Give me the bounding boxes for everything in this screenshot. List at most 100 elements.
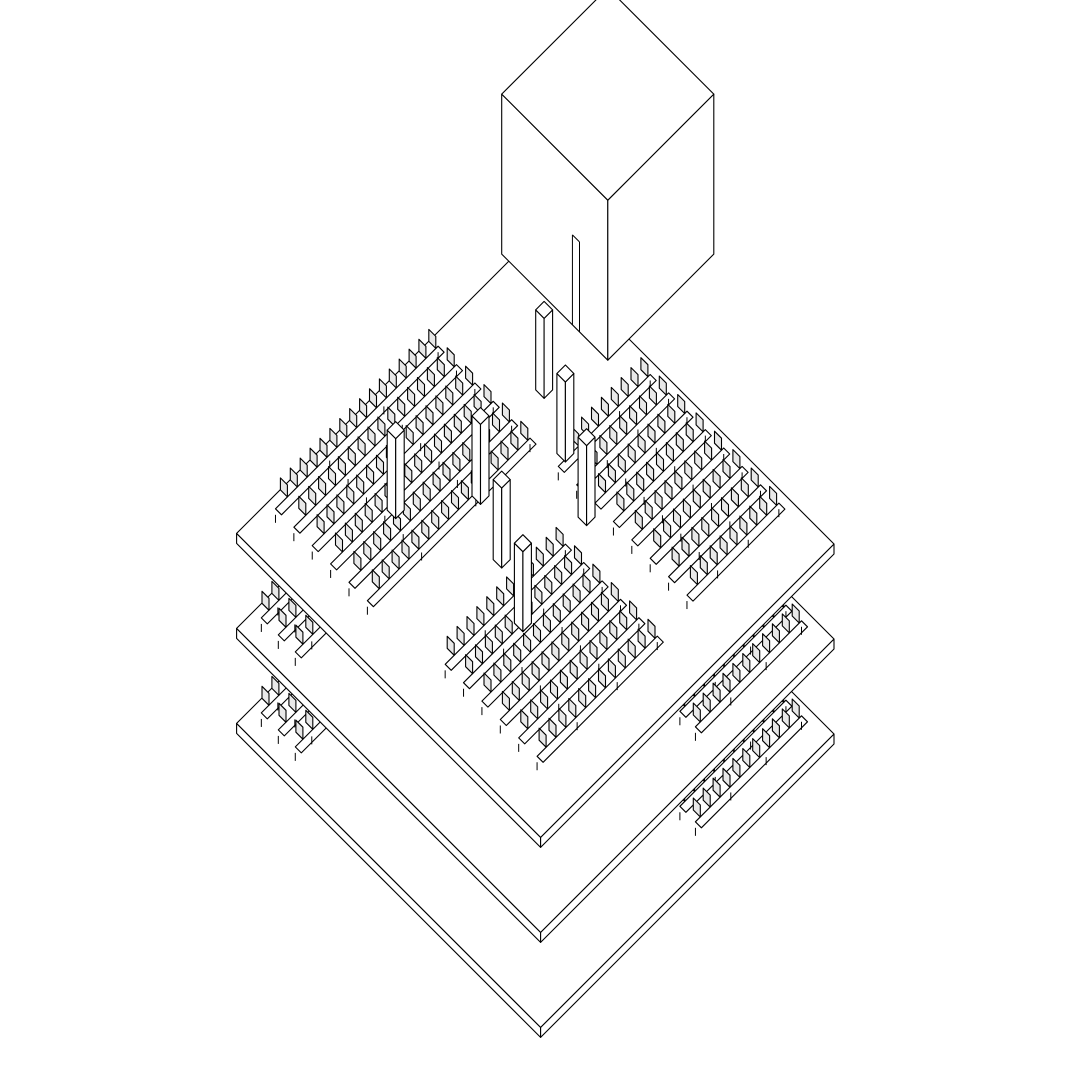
desk-row-chair (571, 621, 580, 642)
desk-row-chair (657, 413, 666, 434)
desk-row-chair (573, 545, 583, 566)
desk-row-chair (663, 518, 672, 539)
desk-row-chair (742, 652, 751, 674)
desk-row-chair (501, 690, 510, 711)
desk-row-chair (446, 635, 455, 656)
desk-row-chair (665, 442, 674, 463)
desk-row-chair (629, 600, 638, 621)
desk-row-chair (769, 485, 778, 506)
desk-row-chair (493, 662, 502, 683)
desk-row-bench (518, 617, 646, 745)
desk-row-chair (366, 464, 375, 485)
desk-row-chair (640, 357, 649, 378)
desk-row-chair (521, 671, 530, 692)
desk-row-chair (476, 606, 485, 627)
desk-row-chair (720, 497, 730, 518)
desk-row-chair (278, 607, 287, 628)
desk-row-chair (426, 367, 435, 388)
desk-row-chair (466, 615, 475, 637)
desk-row-chair (638, 395, 648, 416)
desk-row-chair (702, 478, 711, 499)
desk-row-chair (383, 521, 392, 542)
desk-row-chair (326, 504, 335, 525)
desk-row-chair (421, 519, 430, 540)
desk-row-chair (578, 688, 587, 709)
desk-row-chair (411, 529, 420, 550)
desk-row-chair (318, 475, 327, 497)
desk-row-chair (523, 632, 532, 653)
desk-row-chair (428, 328, 437, 349)
desk-row-chair (654, 490, 663, 511)
desk-row-bench (274, 345, 445, 516)
desk-row-chair (443, 423, 452, 444)
desk-row-chair (349, 408, 358, 429)
desk-row-chair (474, 644, 484, 665)
desk-row-chair (579, 649, 588, 670)
desk-row-chair (607, 463, 616, 484)
desk-row-chair (646, 461, 655, 482)
desk-row-chair (261, 685, 270, 706)
structural-columns (386, 300, 596, 633)
desk-row-chair (549, 679, 559, 700)
desk-row-chair (483, 672, 492, 693)
desk-row-chair (491, 412, 501, 433)
desk-row-chair (398, 358, 407, 379)
desk-row-chair (391, 549, 400, 570)
desk-row-chair (617, 648, 626, 669)
desk-row-chair (590, 406, 600, 427)
desk-row-chair (278, 702, 287, 723)
desk-row-chair (582, 573, 591, 594)
desk-row-chair (667, 403, 676, 424)
column-face-left (577, 436, 588, 527)
column-cap (492, 470, 511, 489)
desk-row-chair (465, 365, 474, 386)
desk-row-chair (456, 625, 465, 646)
column-face-right (522, 542, 532, 633)
desk-row-chair (664, 480, 673, 501)
desk-row-chair (288, 692, 297, 713)
desk-row-chair (374, 492, 383, 514)
desk-row-chair (415, 415, 424, 436)
desk-row-chair (504, 614, 513, 635)
desk-row-chair (711, 507, 720, 528)
desk-row-chair (607, 658, 616, 679)
desk-row-chair (309, 447, 318, 468)
desk-row-chair (681, 536, 690, 557)
desk-row-chair (388, 368, 397, 389)
desk-row-chair (568, 697, 577, 719)
desk-row-chair (589, 639, 598, 661)
desk-row-chair (316, 514, 325, 535)
desk-row-chair (647, 423, 656, 444)
desk-row-chair (435, 395, 444, 416)
desk-row-chair (363, 540, 372, 562)
desk-row-chair (271, 675, 280, 696)
desk-row-chair (781, 613, 790, 634)
desk-row-chair (722, 672, 731, 693)
desk-row-chair (730, 487, 739, 508)
desk-row-chair (490, 450, 499, 471)
desk-row-bench (694, 620, 809, 734)
desk-row-chair (305, 614, 314, 635)
desk-row-chair (455, 375, 464, 396)
desk-row-chair (610, 581, 619, 603)
desk-row-chair (452, 451, 461, 472)
desk-row-chair (424, 443, 433, 464)
desk-row-chair (356, 474, 365, 495)
desk-row-chair (672, 508, 682, 529)
desk-row-chair (401, 539, 410, 560)
desk-row-chair (425, 405, 434, 426)
column-face-left (556, 372, 566, 463)
desk-row-chair (463, 403, 472, 424)
desk-row-chair (535, 546, 544, 567)
desk-row-chair (692, 702, 701, 723)
desk-row-chair (436, 357, 445, 378)
desk-row-chair (626, 481, 635, 502)
column-face-right (564, 372, 575, 463)
desk-row-chair (616, 491, 625, 512)
desk-row-chair (346, 484, 355, 505)
desk-row-chair (327, 466, 337, 487)
desk-row-chair (353, 550, 362, 571)
desk-row-chair (446, 347, 455, 368)
desk-row-chair (771, 623, 780, 644)
